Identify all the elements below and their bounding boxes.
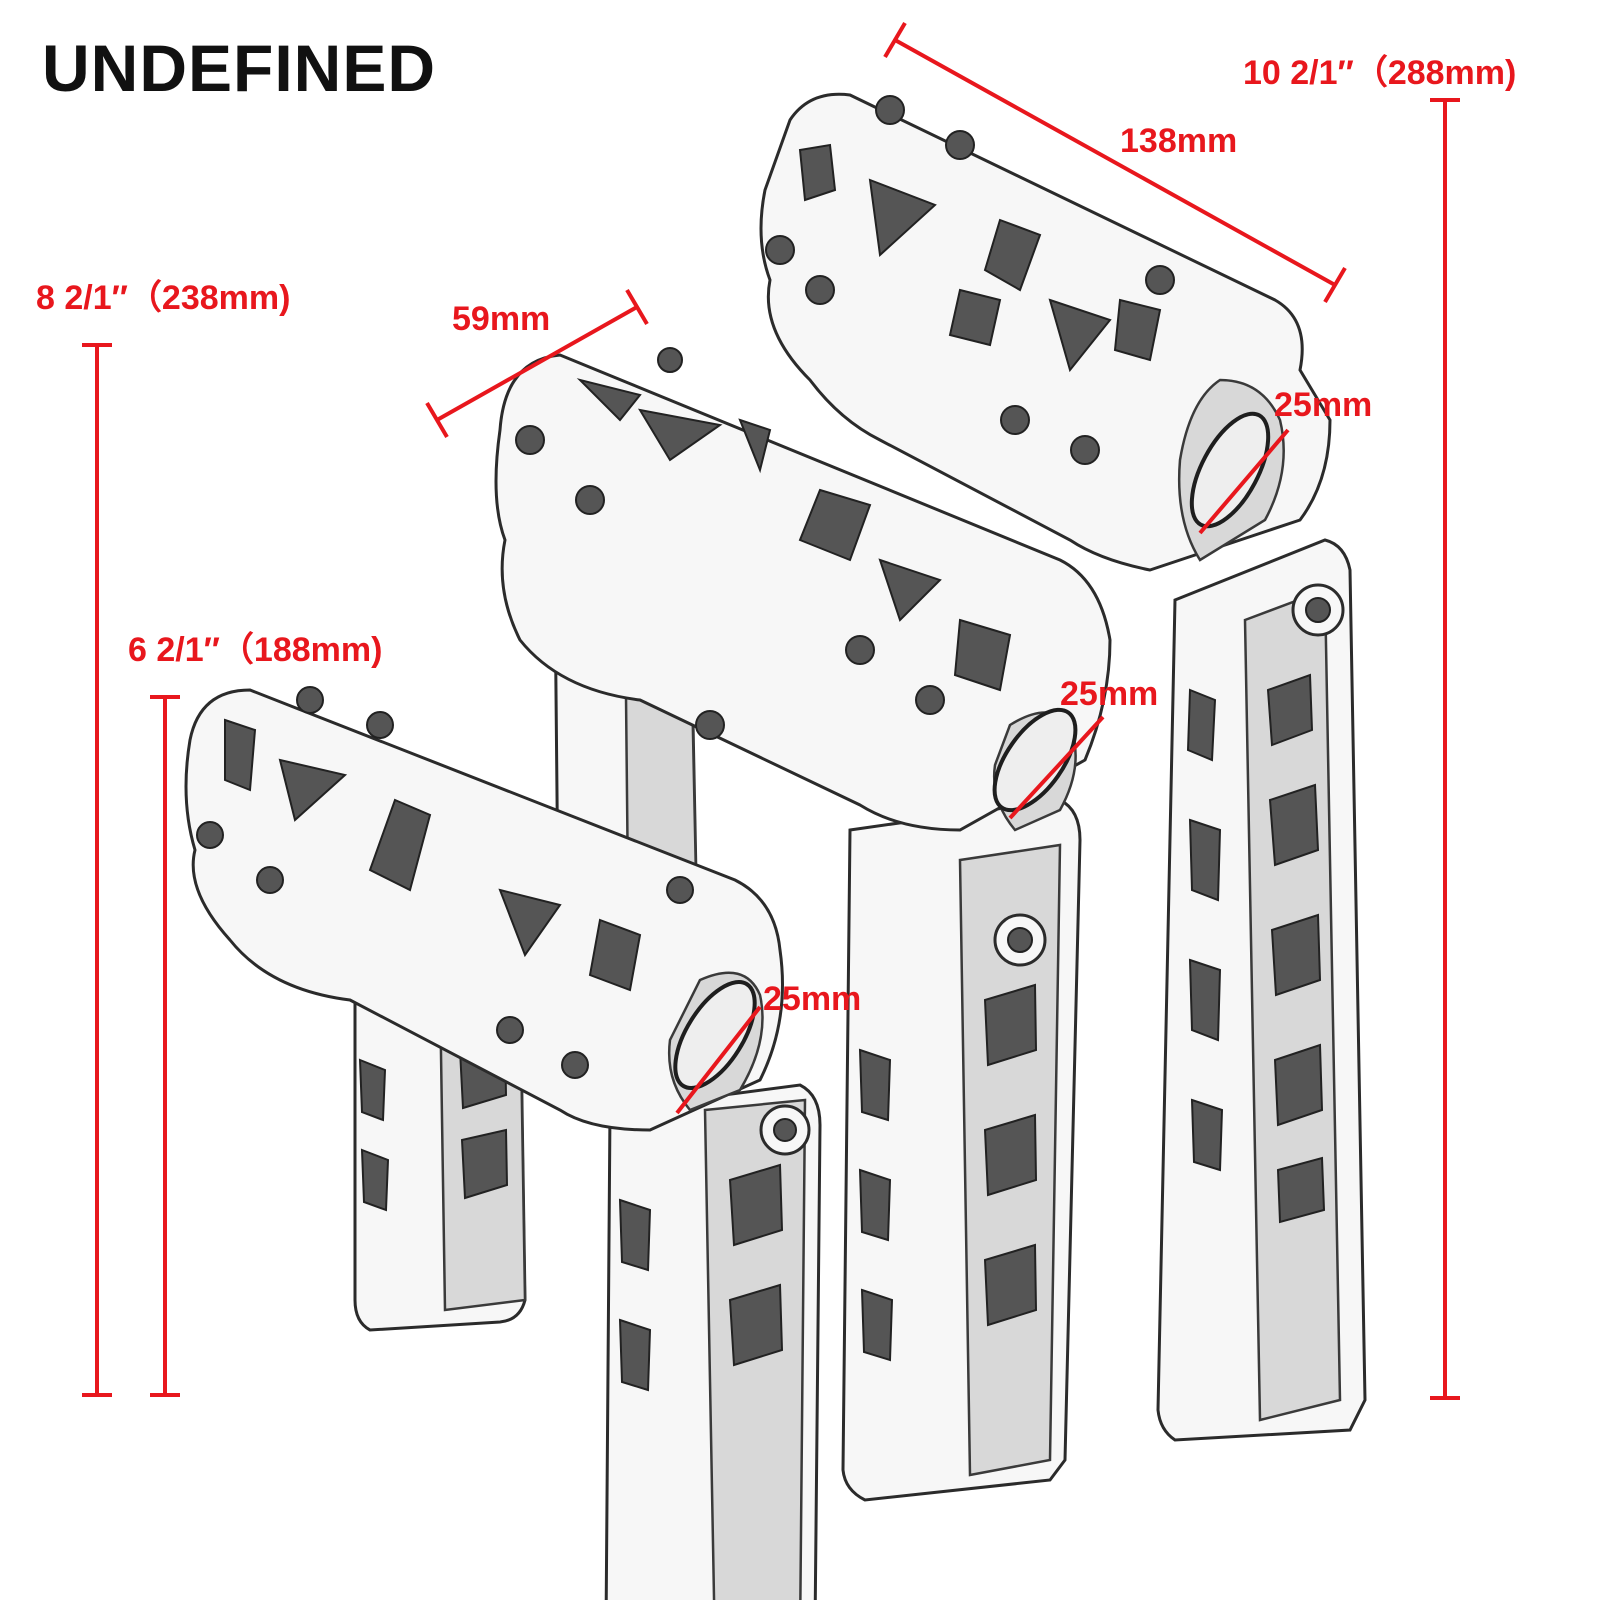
bore-label-tall: 25mm <box>1274 386 1373 424</box>
brand-title: UNDEFINED <box>42 31 437 105</box>
riser-tall <box>759 92 1367 1442</box>
clamp-width-label-tall: 138mm <box>1120 122 1238 160</box>
dimension-lines <box>82 21 1460 1400</box>
bore-label-mid: 25mm <box>1060 675 1159 713</box>
bore-label-short: 25mm <box>763 980 862 1018</box>
height-label-short: 6 2/1″（188mm) <box>128 631 383 669</box>
height-label-tall: 10 2/1″（288mm) <box>1243 54 1517 92</box>
height-label-mid: 8 2/1″（238mm) <box>36 279 291 317</box>
riser-short <box>184 686 822 1600</box>
clamp-width-label-short: 59mm <box>452 300 551 338</box>
